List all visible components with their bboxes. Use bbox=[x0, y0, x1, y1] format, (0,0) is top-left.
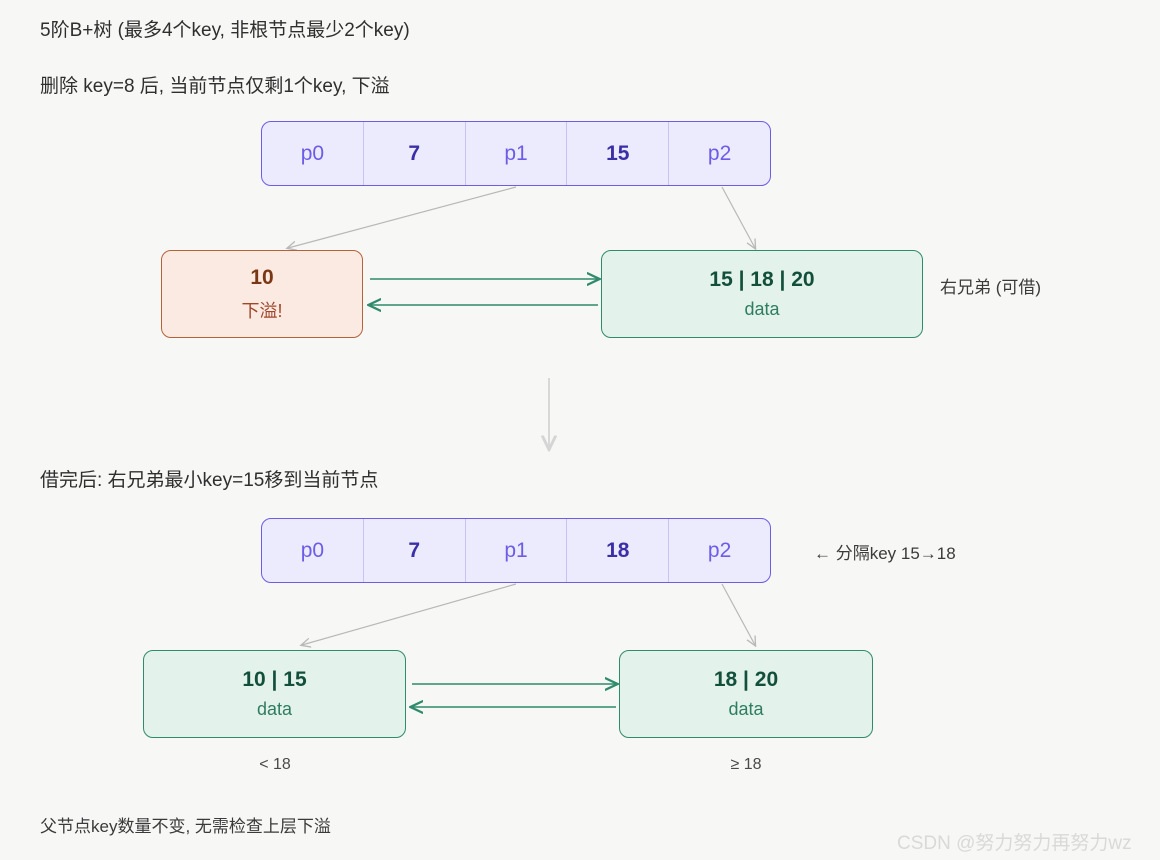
root-cell-key-15[interactable]: 15 bbox=[567, 122, 670, 185]
root2-cell-p2[interactable]: p2 bbox=[707, 538, 732, 562]
footer-note: 父节点key数量不变, 无需检查上层下溢 bbox=[40, 817, 331, 836]
separator-key-note: ← 分隔key 15→18 bbox=[814, 544, 956, 563]
root-cell-key-7[interactable]: 7 bbox=[364, 122, 466, 185]
range-label-left: < 18 bbox=[259, 756, 291, 773]
edge-root2-p1-to-left-leaf bbox=[302, 583, 517, 645]
edge-root-p1-to-left-leaf bbox=[288, 186, 517, 248]
root-cell-p1[interactable]: p1 bbox=[466, 122, 568, 185]
root-cell-p0[interactable]: p0 bbox=[262, 122, 364, 185]
leaf-after-right-data: data bbox=[728, 699, 764, 719]
leaf-underflow-status: 下溢! bbox=[241, 300, 283, 321]
leaf-node-after-right[interactable]: 18 | 20 data bbox=[619, 650, 873, 738]
leaf-node-right-sibling[interactable]: 15 | 18 | 20 data bbox=[601, 250, 923, 338]
leaf-node-after-left[interactable]: 10 | 15 data bbox=[143, 650, 406, 738]
title-line-3: 借完后: 右兄弟最小key=15移到当前节点 bbox=[40, 470, 379, 491]
right-sibling-note: 右兄弟 (可借) bbox=[940, 278, 1042, 297]
leaf-after-right-keys: 18 | 20 bbox=[713, 668, 779, 691]
leaf-underflow-keys: 10 bbox=[250, 265, 274, 289]
csdn-watermark: CSDN @努力努力再努力wz bbox=[897, 833, 1132, 854]
root2-cell-key-18[interactable]: 18 bbox=[567, 519, 670, 582]
title-line-2: 删除 key=8 后, 当前节点仅剩1个key, 下溢 bbox=[40, 76, 390, 97]
range-label-right: ≥ 18 bbox=[730, 756, 762, 773]
edge-root-p2-to-right-leaf bbox=[721, 186, 755, 248]
leaf-right-sibling-data: data bbox=[744, 299, 780, 319]
leaf-node-underflow[interactable]: 10 下溢! bbox=[161, 250, 363, 338]
leaf-after-left-data: data bbox=[256, 699, 293, 719]
edge-root2-p2-to-right-leaf bbox=[721, 583, 755, 645]
root2-cell-key-7[interactable]: 7 bbox=[364, 519, 466, 582]
internal-node-before[interactable]: p0 7 p1 15 p2 bbox=[261, 121, 771, 186]
root2-cell-p1[interactable]: p1 bbox=[466, 519, 568, 582]
root-cell-p2[interactable]: p2 bbox=[707, 141, 732, 165]
internal-node-after[interactable]: p0 7 p1 18 p2 bbox=[261, 518, 771, 583]
title-line-1: 5阶B+树 (最多4个key, 非根节点最少2个key) bbox=[40, 20, 410, 41]
leaf-after-left-keys: 10 | 15 bbox=[242, 668, 307, 691]
leaf-right-sibling-keys: 15 | 18 | 20 bbox=[709, 268, 815, 291]
root2-cell-p0[interactable]: p0 bbox=[262, 519, 364, 582]
